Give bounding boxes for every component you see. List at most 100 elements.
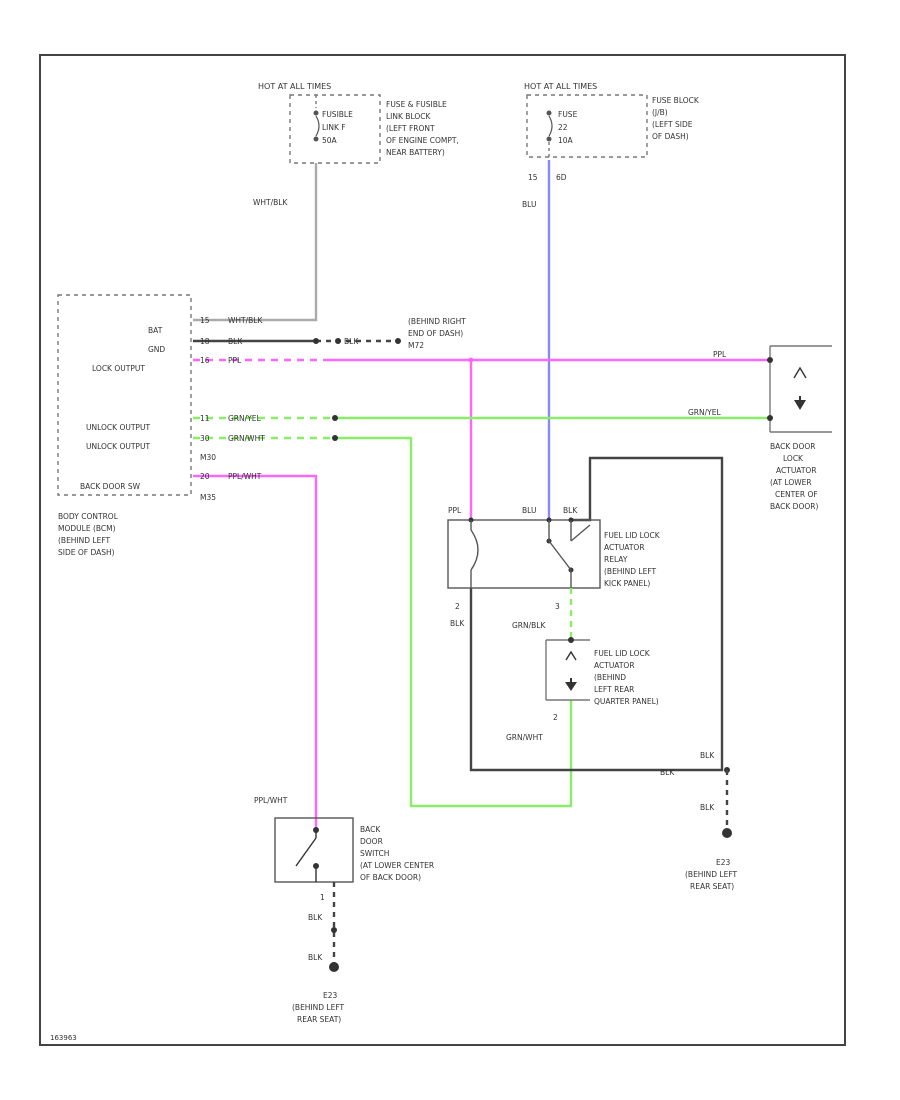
fuse-left-loc-3: (LEFT FRONT (386, 124, 435, 133)
fuse-left-line-1: FUSIBLE (322, 110, 353, 119)
wire-label-blu-relay: BLU (522, 506, 536, 515)
wire-label-blk-bottom: BLK (660, 768, 675, 777)
fuel-lid-relay: FUEL LID LOCK ACTUATOR RELAY (BEHIND LEF… (447, 517, 661, 611)
actuator-arrow-icon (794, 400, 806, 410)
bcm-connector-2: M35 (200, 493, 216, 502)
wire-label-blk-relay: BLK (563, 506, 578, 515)
bcm-module: BAT GND LOCK OUTPUT UNLOCK OUTPUT UNLOCK… (57, 294, 216, 557)
switch-caption-5: OF BACK DOOR) (360, 873, 421, 882)
fuse-right-loc-2: (J/B) (652, 108, 668, 117)
bcm-pin-num-3: 16 (200, 356, 210, 365)
actuator-caption-5: CENTER OF (775, 490, 818, 499)
ground-right: E23 (BEHIND LEFT REAR SEAT) (685, 828, 738, 891)
fuse-right-loc-4: OF DASH) (652, 132, 689, 141)
bcm-connector-1: M30 (200, 453, 216, 462)
fuse-right-pin-left: 15 (528, 173, 538, 182)
wire-label-grn-blk: GRN/BLK (512, 621, 546, 630)
bcm-pin-lock: LOCK OUTPUT (92, 364, 145, 373)
fuel-actuator-pin: 2 (553, 713, 558, 722)
fuse-right-line-3: 10A (558, 136, 574, 145)
ground-icon (329, 962, 339, 972)
fuse-right-line-1: FUSE (558, 110, 578, 119)
wire-label-wht-blk: WHT/BLK (253, 198, 288, 207)
fuel-actuator-caption-4: LEFT REAR (594, 685, 634, 694)
bcm-pin-num-1: 15 (200, 316, 210, 325)
ground-bottom-id: E23 (323, 991, 338, 1000)
ground-bottom: E23 (BEHIND LEFT REAR SEAT) (292, 962, 345, 1024)
relay-caption-5: KICK PANEL) (604, 579, 650, 588)
ground-bottom-line-2: REAR SEAT) (297, 1015, 341, 1024)
wire-label-ppl-wht-switch: PPL/WHT (254, 796, 288, 805)
fuse-right-pin-right: 6D (556, 173, 567, 182)
bcm-pin-bat: BAT (148, 326, 163, 335)
ground-bottom-line-1: (BEHIND LEFT (292, 1003, 345, 1012)
fuel-actuator-caption-5: QUARTER PANEL) (594, 697, 659, 706)
bcm-caption-1: BODY CONTROL (58, 512, 119, 521)
wire-label-blk-ground-right: BLK (700, 803, 715, 812)
fuse-right-loc-3: (LEFT SIDE (652, 120, 693, 129)
bcm-pin-num-4: 11 (200, 414, 210, 423)
fuse-left-line-2: LINK F (322, 123, 346, 132)
ground-icon (722, 828, 732, 838)
wire-label-grn-wht-bcm: GRN/WHT (228, 434, 265, 443)
relay-caption-1: FUEL LID LOCK (604, 531, 661, 540)
ground-right-line-2: REAR SEAT) (690, 882, 734, 891)
actuator-caption-3: ACTUATOR (776, 466, 817, 475)
relay-caption-2: ACTUATOR (604, 543, 645, 552)
ground-right-id: E23 (716, 858, 731, 867)
ground-right-line-1: (BEHIND LEFT (685, 870, 738, 879)
wire-ppl-wht (193, 474, 318, 830)
wire-label-grn-yel-bcm: GRN/YEL (228, 414, 261, 423)
wire-label-blu: BLU (522, 200, 536, 209)
actuator-caption-2: LOCK (783, 454, 804, 463)
diagram-border (39, 54, 846, 1046)
fuse-right-loc-1: FUSE BLOCK (652, 96, 700, 105)
fuse-right-header: HOT AT ALL TIMES (524, 82, 597, 91)
wire-label-wht-blk-bcm: WHT/BLK (228, 316, 263, 325)
bcm-pin-gnd: GND (148, 345, 165, 354)
wire-label-blk-switch-ground: BLK (308, 953, 323, 962)
bcm-pin-num-6: 20 (200, 472, 210, 481)
actuator-caption-1: BACK DOOR (770, 442, 815, 451)
ground-center-line-2: END OF DASH) (408, 329, 463, 338)
fuel-actuator-caption-1: FUEL LID LOCK (594, 649, 651, 658)
bcm-caption-2: MODULE (BCM) (58, 524, 116, 533)
switch-caption-4: (AT LOWER CENTER (360, 861, 434, 870)
switch-pin: 1 (320, 893, 325, 902)
fuse-right: HOT AT ALL TIMES FUSE 22 10A FUSE BLOCK … (524, 82, 700, 182)
ground-center-line-1: (BEHIND RIGHT (408, 317, 466, 326)
switch-caption-2: DOOR (360, 837, 383, 846)
bcm-pin-num-5: 30 (200, 434, 210, 443)
wire-label-grn-yel-actuator: GRN/YEL (688, 408, 721, 417)
wire-wht-blk (193, 163, 318, 322)
bcm-caption-3: (BEHIND LEFT (58, 536, 111, 545)
wire-label-blk-right: BLK (700, 751, 715, 760)
relay-caption-3: RELAY (604, 555, 628, 564)
wire-label-ppl-wht-bcm: PPL/WHT (228, 472, 262, 481)
fuel-actuator-caption-3: (BEHIND (594, 673, 626, 682)
fuel-lid-actuator: FUEL LID LOCK ACTUATOR (BEHIND LEFT REAR… (506, 637, 659, 742)
switch-caption-1: BACK (360, 825, 381, 834)
bcm-pin-num-2: 18 (200, 337, 210, 346)
relay-pin-left: 2 (455, 602, 460, 611)
actuator-caption-6: BACK DOOR) (770, 502, 818, 511)
fuse-left: HOT AT ALL TIMES FUSIBLE LINK F 50A FUSE… (258, 82, 459, 164)
wire-label-blk-relay-pin: BLK (450, 619, 465, 628)
bcm-pin-unlock-2: UNLOCK OUTPUT (86, 442, 150, 451)
fuse-left-header: HOT AT ALL TIMES (258, 82, 331, 91)
back-door-switch: BACK DOOR SWITCH (AT LOWER CENTER OF BAC… (274, 817, 434, 902)
switch-caption-3: SWITCH (360, 849, 389, 858)
relay-pin-right: 3 (555, 602, 560, 611)
wire-blk-relay (469, 456, 724, 772)
wire-label-ppl-bcm: PPL (228, 356, 242, 365)
relay-caption-4: (BEHIND LEFT (604, 567, 657, 576)
ground-center-id: M72 (408, 341, 424, 350)
fuel-actuator-caption-2: ACTUATOR (594, 661, 635, 670)
wire-label-ppl-relay: PPL (448, 506, 462, 515)
back-door-actuator: BACK DOOR LOCK ACTUATOR (AT LOWER CENTER… (767, 345, 832, 511)
fuse-right-line-2: 22 (558, 123, 568, 132)
wire-label-blk-switch: BLK (308, 913, 323, 922)
fuse-left-loc-1: FUSE & FUSIBLE (386, 100, 447, 109)
wire-label-gnd-blk-2: BLK (344, 337, 359, 346)
